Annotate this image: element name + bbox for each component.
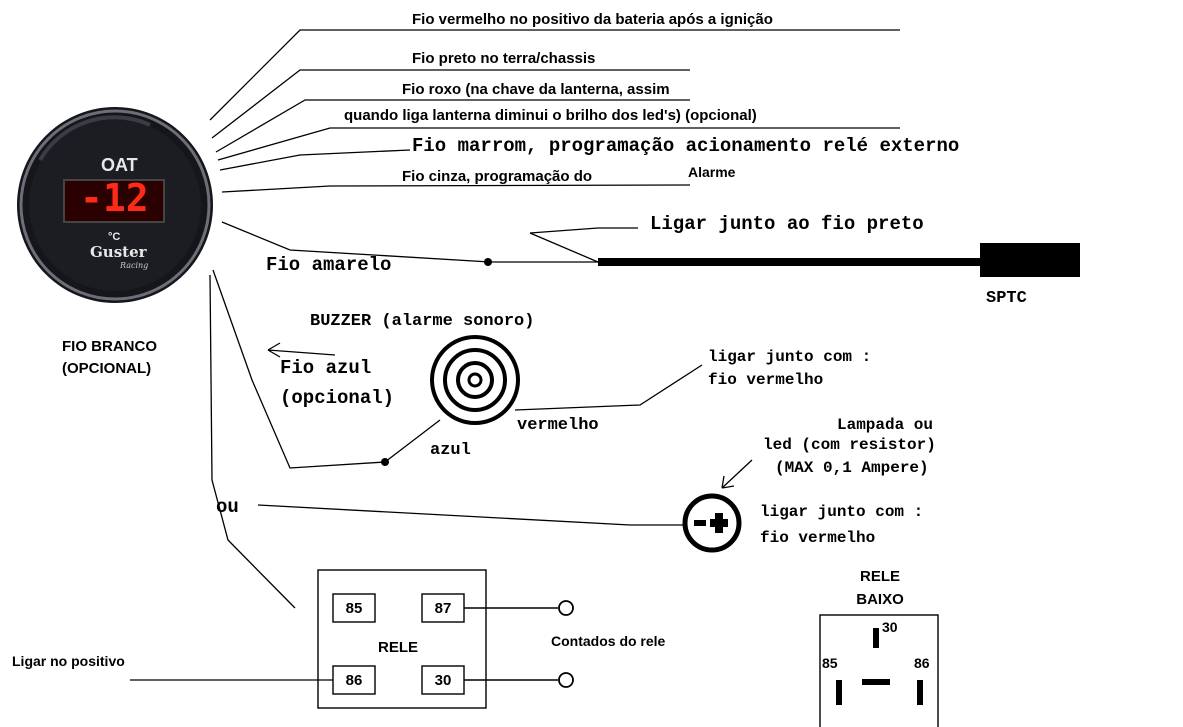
gauge-model-label: OAT [101,155,138,175]
terminal-30 [873,628,879,648]
buzzer-red-wire [514,364,703,411]
purple-wire-label-1: Fio roxo (na chave da lanterna, assim [402,81,670,98]
brown-wire [219,149,411,171]
lamp-plus-v [715,513,723,533]
sptc-sensor [598,243,1080,277]
gauge-brand-sub: Racing [120,261,149,270]
gauge-unit: °C [108,231,121,243]
yellow-junction [484,258,492,266]
relay-pin-30: 30 [434,672,452,689]
buzzer-mid [443,348,507,412]
relay-pin-85: 85 [345,600,363,617]
sensor-cable [598,258,983,266]
sptc-label: SPTC [986,289,1027,308]
purple-wire-label-2: quando liga lanterna diminui o brilho do… [344,107,757,124]
contact-30 [558,672,574,688]
buzzer-outer [430,335,520,425]
join-black-arrow [529,227,638,263]
buzzer-title: BUZZER (alarme sonoro) [310,312,535,331]
white-wire-label-1: FIO BRANCO [62,338,157,355]
black-wire [211,69,690,139]
black-wire-label: Fio preto no terra/chassis [412,50,596,67]
relay-pin-86: 86 [345,672,363,689]
gray-wire-label: Fio cinza, programação do [402,168,593,185]
sensor-body [980,243,1080,277]
gauge-wires [130,29,900,681]
relay-bottom-body [819,614,939,727]
blue-wire [212,269,441,469]
relay-bottom [819,614,939,727]
white-wire-label-2: (OPCIONAL) [62,360,152,377]
relay-positive-label: Ligar no positivo [12,653,125,669]
ou-wire [257,504,688,526]
gray-wire [221,184,691,193]
relay-title: RELE [378,639,419,656]
lamp-join-label-2: fio vermelho [760,529,876,547]
terminal-87 [862,679,890,685]
terminal-85 [836,680,842,705]
gauge-highlight [38,115,151,162]
join-black-label: Ligar junto ao fio preto [650,213,924,235]
relay-bottom-pin-86: 86 [914,655,930,671]
or-label: ou [216,496,239,518]
yellow-wire-label: Fio amarelo [266,254,392,276]
lamp-arrow [721,459,753,489]
lamp-minus [694,520,706,526]
lamp-label-1: Lampada ou [836,416,933,434]
lamp [682,493,742,553]
relay-bottom-pin-85: 85 [822,655,838,671]
buzzer-join-label-2: fio vermelho [708,371,824,389]
relay-contacts-label: Contados do rele [551,633,666,649]
buzzer-blue-label: azul [430,441,471,460]
blue-arrow [267,342,336,358]
gauge-bezel-ring [19,109,211,301]
purple-wire [215,99,690,153]
blue-wire-label-1: Fio azul [280,357,372,379]
terminal-86 [917,680,923,705]
yellow-wire [221,221,598,263]
red-wire-label: Fio vermelho no positivo da bateria após… [412,11,773,28]
relay-bottom-pin-30: 30 [882,619,898,635]
buzzer [430,335,520,425]
buzzer-red-label: vermelho [517,416,599,435]
relay-body [317,569,487,709]
blue-wire-label-2: (opcional) [280,387,395,409]
purple-wire-2 [217,127,900,161]
pin-85-box [332,593,376,623]
lamp-label-2: led (com resistor) [763,436,936,454]
relay-bottom-title-2: BAIXO [856,591,904,608]
gauge [17,107,213,303]
gauge-brand: Guster [90,243,147,261]
relay-bottom-title-1: RELE [859,568,900,585]
relay-pin-87: 87 [434,600,452,617]
white-wire [209,274,296,609]
buzzer-center [467,372,483,388]
brown-wire-label: Fio marrom, programação acionamento relé… [412,135,960,157]
buzzer-inner [456,361,494,399]
gauge-display [63,179,165,223]
gray-wire-label-alarm: Alarme [688,164,736,180]
red-wire [209,29,900,121]
pin-86-box [332,665,376,695]
contact-87 [558,600,574,616]
lamp-label-3: (MAX 0,1 Ampere) [775,459,929,477]
buzzer-join-label-1: ligar junto com : [708,348,872,366]
lamp-join-label-1: ligar junto com : [760,503,924,521]
blue-junction [381,458,389,466]
relay [317,569,574,709]
gauge-reading: -12 [80,176,149,220]
